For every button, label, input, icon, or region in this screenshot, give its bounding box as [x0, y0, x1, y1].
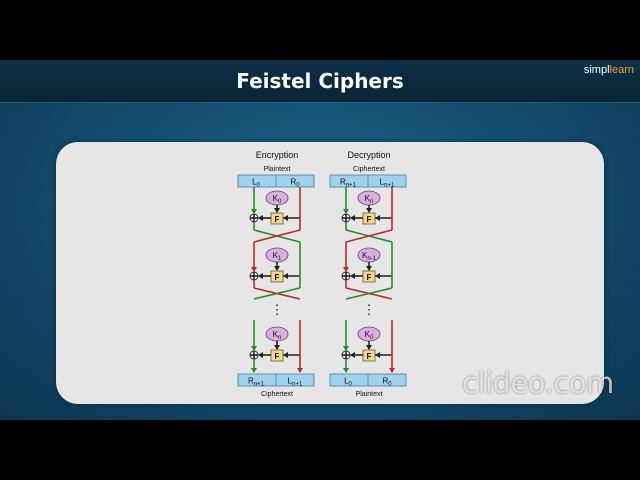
- enc-cross-2b: [253, 287, 301, 300]
- enc-f-label-2: F: [275, 352, 280, 361]
- enc-key-1: K1: [265, 247, 289, 263]
- enc-cross-1b: [253, 229, 301, 243]
- enc-bottom-right: Ln+1: [288, 377, 303, 388]
- enc-key-label-2: Kn: [273, 330, 282, 341]
- dec-key-label-0: Kn: [365, 194, 374, 205]
- enc-f-to-xor-head-1: [258, 273, 263, 279]
- dec-r-to-f-head-2: [375, 352, 380, 358]
- dec-heading: Decryption: [347, 150, 390, 160]
- enc-l-arrow-1: [251, 267, 257, 272]
- watermark: clideo.com: [462, 366, 614, 400]
- enc-f-label-0: F: [275, 215, 280, 224]
- enc-l-arrow-2: [251, 346, 257, 351]
- dec-l-arrow-0: [343, 209, 349, 214]
- enc-key-label-1: K1: [273, 251, 282, 262]
- dec-l-arrow-2: [343, 346, 349, 351]
- enc-key-arrowhead-1: [274, 266, 280, 271]
- dec-key-label-2: K0: [365, 330, 374, 341]
- dec-bottom-label: Plaintext: [356, 391, 383, 398]
- dec-f-label-2: F: [367, 352, 372, 361]
- dec-f-to-xor-head-2: [350, 352, 355, 358]
- enc-r-to-f-head-2: [283, 352, 288, 358]
- enc-top-label: Plaintext: [264, 166, 291, 173]
- brand-text-2: learn: [609, 64, 634, 76]
- dec-key-0: Kn: [357, 190, 381, 206]
- dec-key-label-1: Kn-1: [362, 251, 377, 262]
- dec-cross-1b: [345, 229, 393, 243]
- dec-f-label-0: F: [367, 215, 372, 224]
- dec-bottom-right: R0: [382, 377, 392, 388]
- dec-l-arrow-1: [343, 267, 349, 272]
- enc-top-left: L0: [252, 178, 260, 189]
- enc-key-label-0: K0: [273, 194, 282, 205]
- enc-l-arrow-0: [251, 209, 257, 214]
- dec-f-to-xor-head-0: [350, 215, 355, 221]
- enc-top-right: R0: [290, 178, 300, 189]
- dec-f-label-1: F: [367, 273, 372, 282]
- dec-key-arrowhead-1: [366, 266, 372, 271]
- enc-dots: ⋮: [271, 302, 284, 317]
- enc-r-arrow-2: [297, 368, 303, 373]
- enc-key-arrowhead-2: [274, 345, 280, 350]
- dec-dots: ⋮: [363, 302, 376, 317]
- dec-f-to-xor-head-1: [350, 273, 355, 279]
- dec-key-2: K0: [357, 326, 381, 342]
- dec-cross-2b: [345, 287, 393, 300]
- enc-f-label-1: F: [275, 273, 280, 282]
- dec-top-right: Ln+1: [380, 178, 395, 189]
- dec-r-to-f-head-1: [375, 273, 380, 279]
- enc-f-to-xor-head-2: [258, 352, 263, 358]
- dec-top-label: Ciphertext: [353, 166, 385, 173]
- dec-r-to-f-head-0: [375, 215, 380, 221]
- dec-key-arrowhead-2: [366, 345, 372, 350]
- enc-r-to-f-head-1: [283, 273, 288, 279]
- dec-r-arrow-2: [389, 368, 395, 373]
- dec-l-arrow-2b: [343, 368, 349, 373]
- brand-text-1: simpl: [583, 64, 610, 76]
- enc-key-0: K0: [265, 190, 289, 206]
- enc-heading: Encryption: [256, 150, 299, 160]
- enc-r-to-f-head-0: [283, 215, 288, 221]
- dec-top-left: Rn+1: [340, 178, 357, 189]
- enc-l-arrow-2b: [251, 368, 257, 373]
- dec-bottom-left: L0: [344, 377, 352, 388]
- enc-key-2: Kn: [265, 326, 289, 342]
- enc-f-to-xor-head-0: [258, 215, 263, 221]
- dec-key-1: Kn-1: [357, 247, 381, 263]
- title-bar: Feistel Ciphers simpllearn: [0, 60, 640, 103]
- brand-logo: simpllearn: [584, 64, 634, 76]
- enc-bottom-left: Rn+1: [248, 377, 265, 388]
- enc-key-arrowhead-0: [274, 208, 280, 213]
- enc-bottom-label: Ciphertext: [261, 391, 293, 398]
- dec-key-arrowhead-0: [366, 208, 372, 213]
- slide-title: Feistel Ciphers: [236, 69, 404, 93]
